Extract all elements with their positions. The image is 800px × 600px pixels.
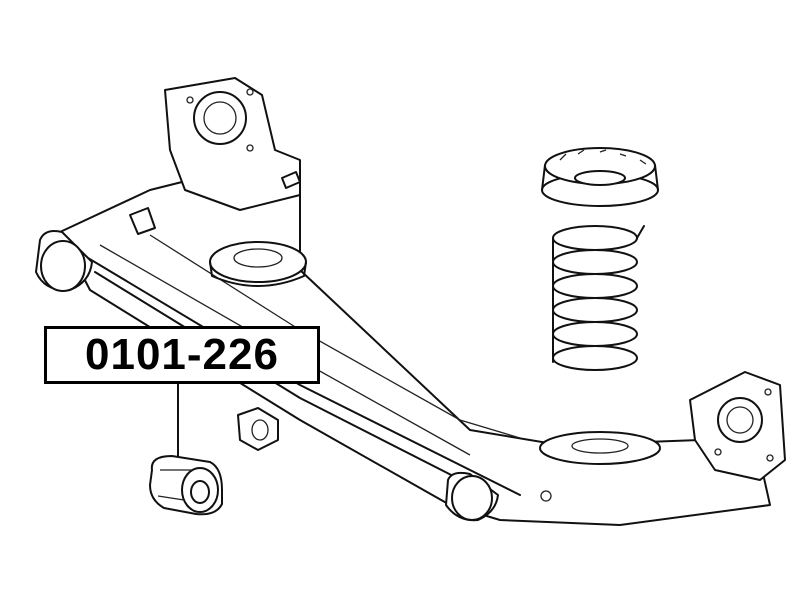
bushing-icon bbox=[149, 455, 223, 516]
left-spring-pocket bbox=[209, 241, 307, 287]
rear-axle-beam-icon bbox=[35, 77, 786, 526]
part-number-callout: 0101-226 bbox=[44, 326, 320, 384]
coil-spring-icon bbox=[552, 225, 645, 371]
left-hub-bracket bbox=[164, 77, 301, 211]
left-bushing-eye bbox=[35, 230, 93, 292]
right-hub-bracket bbox=[689, 371, 786, 481]
loose-bushing-icon bbox=[237, 407, 279, 451]
part-number: 0101-226 bbox=[85, 330, 279, 379]
right-bushing-eye bbox=[445, 471, 499, 522]
right-spring-pocket bbox=[539, 431, 661, 465]
spring-seat-icon bbox=[541, 147, 659, 207]
